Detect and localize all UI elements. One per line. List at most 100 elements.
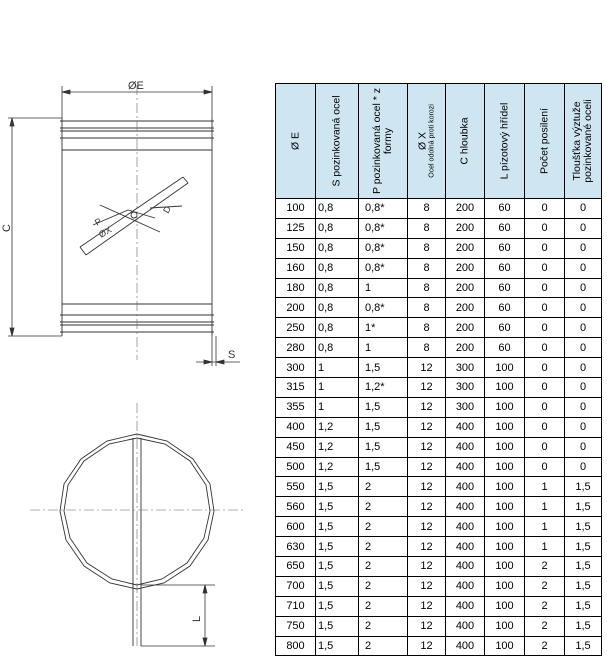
spec-table: Ø E S pozinkovaná ocel P pozinkovaná oce…: [275, 83, 602, 656]
dimension-height-c: [8, 117, 62, 337]
table-cell: 0,8*: [358, 297, 408, 319]
table-cell: 200: [445, 198, 485, 219]
table-cell: 650: [275, 556, 316, 577]
table-cell: 2: [524, 635, 565, 656]
table-cell: 8: [407, 277, 446, 299]
table-cell: 1: [524, 476, 565, 498]
table-cell: 2: [524, 575, 565, 597]
table-cell: 1,5: [358, 416, 408, 438]
table-cell: 2: [524, 595, 565, 617]
table-cell: 280: [275, 337, 316, 359]
table-cell: 8: [407, 257, 446, 279]
table-cell: 1: [358, 277, 408, 299]
table-cell: 2: [358, 575, 408, 597]
table-cell: 0,8: [315, 277, 359, 299]
table-cell: 560: [275, 496, 316, 518]
table-cell: 8: [407, 317, 446, 339]
table-cell: 1,5: [564, 516, 602, 538]
table-cell: 1,5: [358, 456, 408, 478]
table-cell: 400: [275, 416, 316, 438]
label-diameter-e: ØE: [128, 80, 144, 92]
table-cell: 400: [445, 575, 485, 597]
table-cell: 0: [524, 436, 565, 458]
dimension-shaft-l: [141, 584, 215, 647]
table-cell: 200: [445, 277, 485, 299]
table-cell: 550: [275, 476, 316, 498]
table-cell: 1: [524, 516, 565, 538]
table-cell: 100: [484, 396, 525, 418]
table-cell: 0: [564, 337, 602, 359]
table-cell: 0: [564, 396, 602, 418]
table-cell: 0,8*: [358, 198, 408, 219]
table-cell: 100: [484, 357, 525, 379]
table-cell: 0,8*: [358, 217, 408, 239]
table-cell: 100: [484, 536, 525, 558]
table-cell: 250: [275, 317, 316, 339]
table-cell: 2: [358, 476, 408, 498]
table-cell: 2: [358, 615, 408, 637]
header-reinforcement-count: Počet posilení: [524, 83, 565, 199]
header-l: L pízotový hřídel: [484, 83, 525, 199]
table-cell: 0,8*: [358, 257, 408, 279]
table-cell: 1,5: [564, 496, 602, 518]
table-cell: 0: [564, 257, 602, 279]
table-cell: 400: [445, 516, 485, 538]
table-cell: 12: [407, 456, 446, 478]
header-p: P pozinkovaná ocel * z formy: [358, 83, 408, 199]
table-cell: 8: [407, 297, 446, 319]
table-cell: 60: [484, 297, 525, 319]
table-cell: 0: [564, 317, 602, 339]
table-cell: 0,8*: [358, 237, 408, 259]
table-cell: 100: [484, 496, 525, 518]
table-cell: 0: [524, 396, 565, 418]
table-cell: 200: [445, 337, 485, 359]
table-cell: 12: [407, 536, 446, 558]
table-cell: 0: [524, 357, 565, 379]
table-cell: 710: [275, 595, 316, 617]
table-cell: 12: [407, 496, 446, 518]
table-cell: 0: [524, 277, 565, 299]
table-cell: 0,8: [315, 237, 359, 259]
table-cell: 8: [407, 217, 446, 239]
table-cell: 450: [275, 436, 316, 458]
table-cell: 60: [484, 217, 525, 239]
table-cell: 60: [484, 277, 525, 299]
dimension-sheet-s: [196, 336, 240, 366]
table-cell: 630: [275, 536, 316, 558]
table-cell: 400: [445, 496, 485, 518]
spec-table-header: Ø E S pozinkovaná ocel P pozinkovaná oce…: [275, 83, 602, 199]
table-cell: 0: [524, 317, 565, 339]
table-cell: 300: [275, 357, 316, 379]
table-cell: 0: [524, 237, 565, 259]
table-cell: 0: [564, 198, 602, 219]
table-cell: 0: [524, 297, 565, 319]
technical-drawing: ØE ØX P D: [1, 80, 245, 647]
table-cell: 100: [484, 595, 525, 617]
table-cell: 1,5: [564, 615, 602, 637]
table-cell: 0: [564, 456, 602, 478]
table-cell: 1,5: [315, 575, 359, 597]
table-cell: 100: [484, 615, 525, 637]
table-cell: 1,2: [315, 416, 359, 438]
table-cell: 12: [407, 436, 446, 458]
table-cell: 2: [524, 615, 565, 637]
table-cell: 12: [407, 476, 446, 498]
table-cell: 12: [407, 556, 446, 577]
table-cell: 12: [407, 575, 446, 597]
header-diameter-e: Ø E: [275, 83, 316, 199]
table-cell: 750: [275, 615, 316, 637]
table-cell: 600: [275, 516, 316, 538]
table-cell: 0,8: [315, 198, 359, 219]
table-cell: 400: [445, 456, 485, 478]
